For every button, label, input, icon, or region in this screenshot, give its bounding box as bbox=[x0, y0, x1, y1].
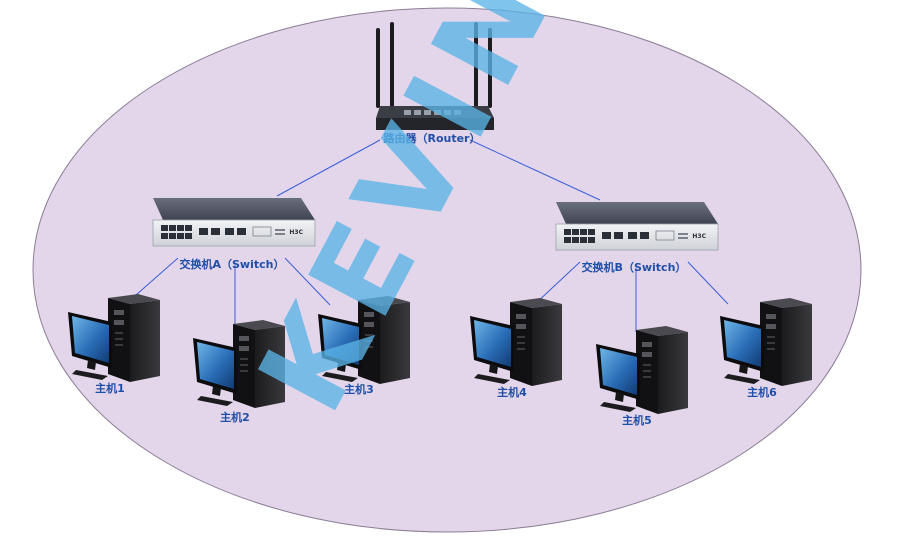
link-router-switch-b bbox=[469, 139, 601, 201]
link-switch-b-host-6 bbox=[687, 261, 729, 305]
router bbox=[376, 22, 494, 130]
switch-a: H3C bbox=[152, 197, 316, 247]
link-router-switch-a bbox=[276, 139, 381, 197]
switch-b-brand: H3C bbox=[692, 233, 706, 240]
switch-a-brand: H3C bbox=[289, 229, 303, 236]
host-2-label: 主机2 bbox=[220, 410, 250, 424]
switch-a-label: 交换机A（Switch） bbox=[180, 257, 285, 271]
host-6-label: 主机6 bbox=[747, 385, 777, 399]
link-switch-a-host-3 bbox=[284, 257, 331, 306]
host-5-label: 主机5 bbox=[622, 413, 652, 427]
connection-lines bbox=[127, 139, 729, 332]
switch-b: H3C bbox=[555, 201, 719, 251]
switch-b-label: 交换机B（Switch） bbox=[582, 260, 687, 274]
host-1-label: 主机1 bbox=[95, 381, 125, 395]
link-switch-b-host-4 bbox=[534, 261, 581, 305]
host-4-label: 主机4 bbox=[497, 385, 527, 399]
host-3-label: 主机3 bbox=[344, 382, 374, 396]
router-antennas bbox=[376, 22, 492, 108]
router-label: 路由器（Router） bbox=[383, 131, 480, 145]
